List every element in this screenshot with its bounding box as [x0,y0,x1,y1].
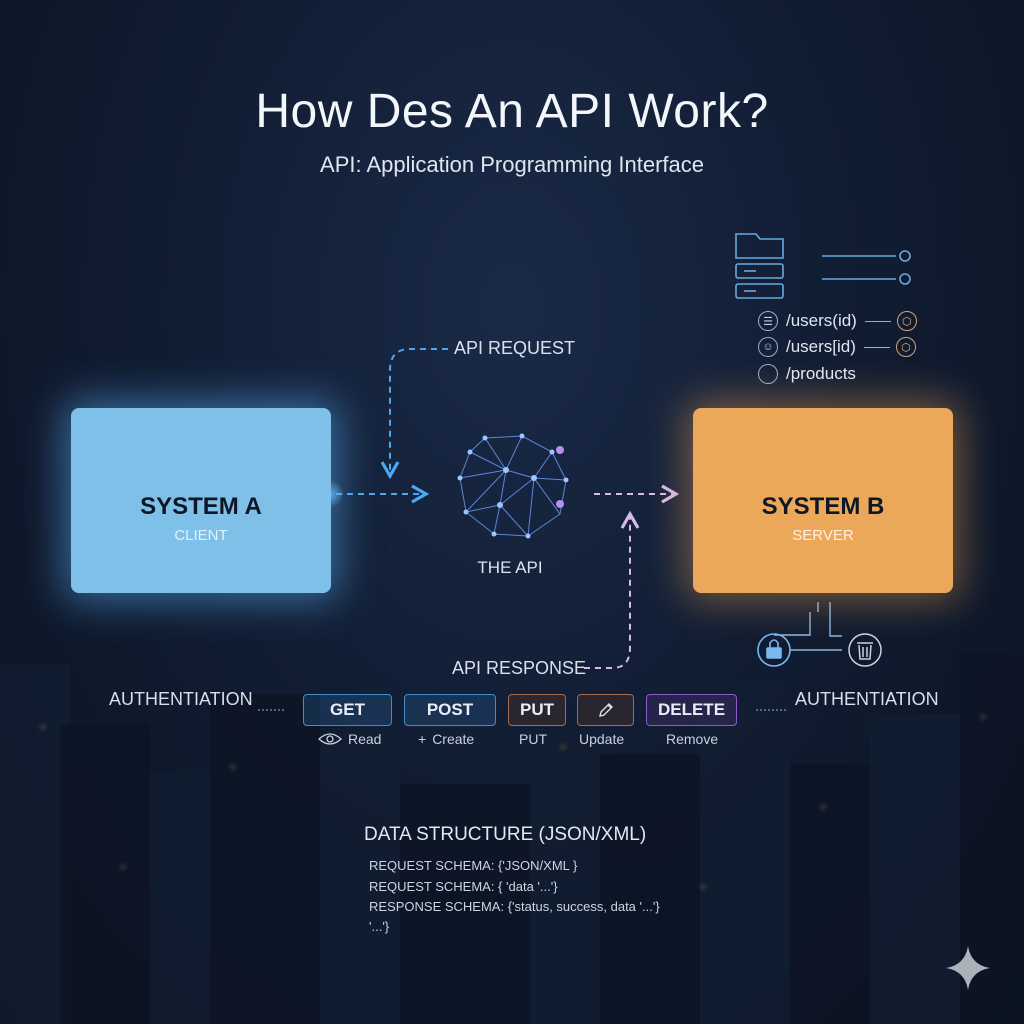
schema-line: REQUEST SCHEMA: {'JSON/XML } [369,858,578,873]
endpoint-path: /products [786,364,856,383]
trash-icon [848,633,882,667]
system-b-title: SYSTEM B [761,493,885,520]
get-method-button[interactable]: GET [303,694,392,726]
api-network-nodes [457,433,569,539]
api-response-label: API RESPONSE [452,658,587,678]
circle-icon [758,364,778,384]
sparkle-icon [946,946,990,990]
auth-right-label: AUTHENTIATION [795,689,939,709]
api-response-connector [584,510,640,669]
schema-line: REQUEST SCHEMA: { 'data '...'} [369,879,558,894]
system-a-role: CLIENT [174,527,228,544]
api-request-connector [380,348,448,480]
endpoint-users-id-2: ☺ /users[id) ⬡ [758,337,924,357]
post-caption: + Create [418,731,475,747]
server-connector-lines [774,602,842,651]
page-subtitle: API: Application Programming Interface [320,152,704,177]
delete-caption: Remove [666,731,719,747]
api-label: THE API [477,558,543,577]
schema-line: '...'} [369,919,390,934]
system-a-client-box: SYSTEM A CLIENT [71,408,331,593]
auth-left-label: AUTHENTIATION [109,689,253,709]
system-b-role: SERVER [792,527,854,544]
endpoint-path: /users(id) [786,311,857,330]
lock-icon [757,633,791,667]
api-request-label: API REQUEST [454,338,576,358]
cube-icon: ⬡ [895,337,916,357]
pencil-icon [598,703,613,717]
schema-line: RESPONSE SCHEMA: {'status, success, data… [369,899,660,914]
storage-icons [735,233,911,299]
update-method-button[interactable] [577,694,634,726]
data-structure-title: DATA STRUCTURE (JSON/XML) [364,824,647,845]
delete-method-button[interactable]: DELETE [646,694,737,726]
plus-icon: + [418,731,427,747]
cube-icon: ⬡ [896,311,917,331]
put-caption: PUT [519,731,547,747]
eye-icon [318,733,342,745]
page-title: How Des An API Work? [255,85,769,138]
endpoint-products: /products [758,364,856,384]
system-a-title: SYSTEM A [140,493,262,520]
user-icon: ☺ [758,337,778,357]
list-icon: ☰ [758,311,778,331]
system-b-server-box: SYSTEM B SERVER [693,408,953,593]
endpoint-path: /users[id) [786,337,856,356]
update-caption: Update [579,731,625,747]
get-caption: Read [318,731,381,747]
endpoint-users-id: ☰ /users(id) ⬡ [758,311,925,331]
api-network-icon [459,435,567,537]
put-method-button[interactable]: PUT [508,694,566,726]
post-method-button[interactable]: POST [404,694,496,726]
